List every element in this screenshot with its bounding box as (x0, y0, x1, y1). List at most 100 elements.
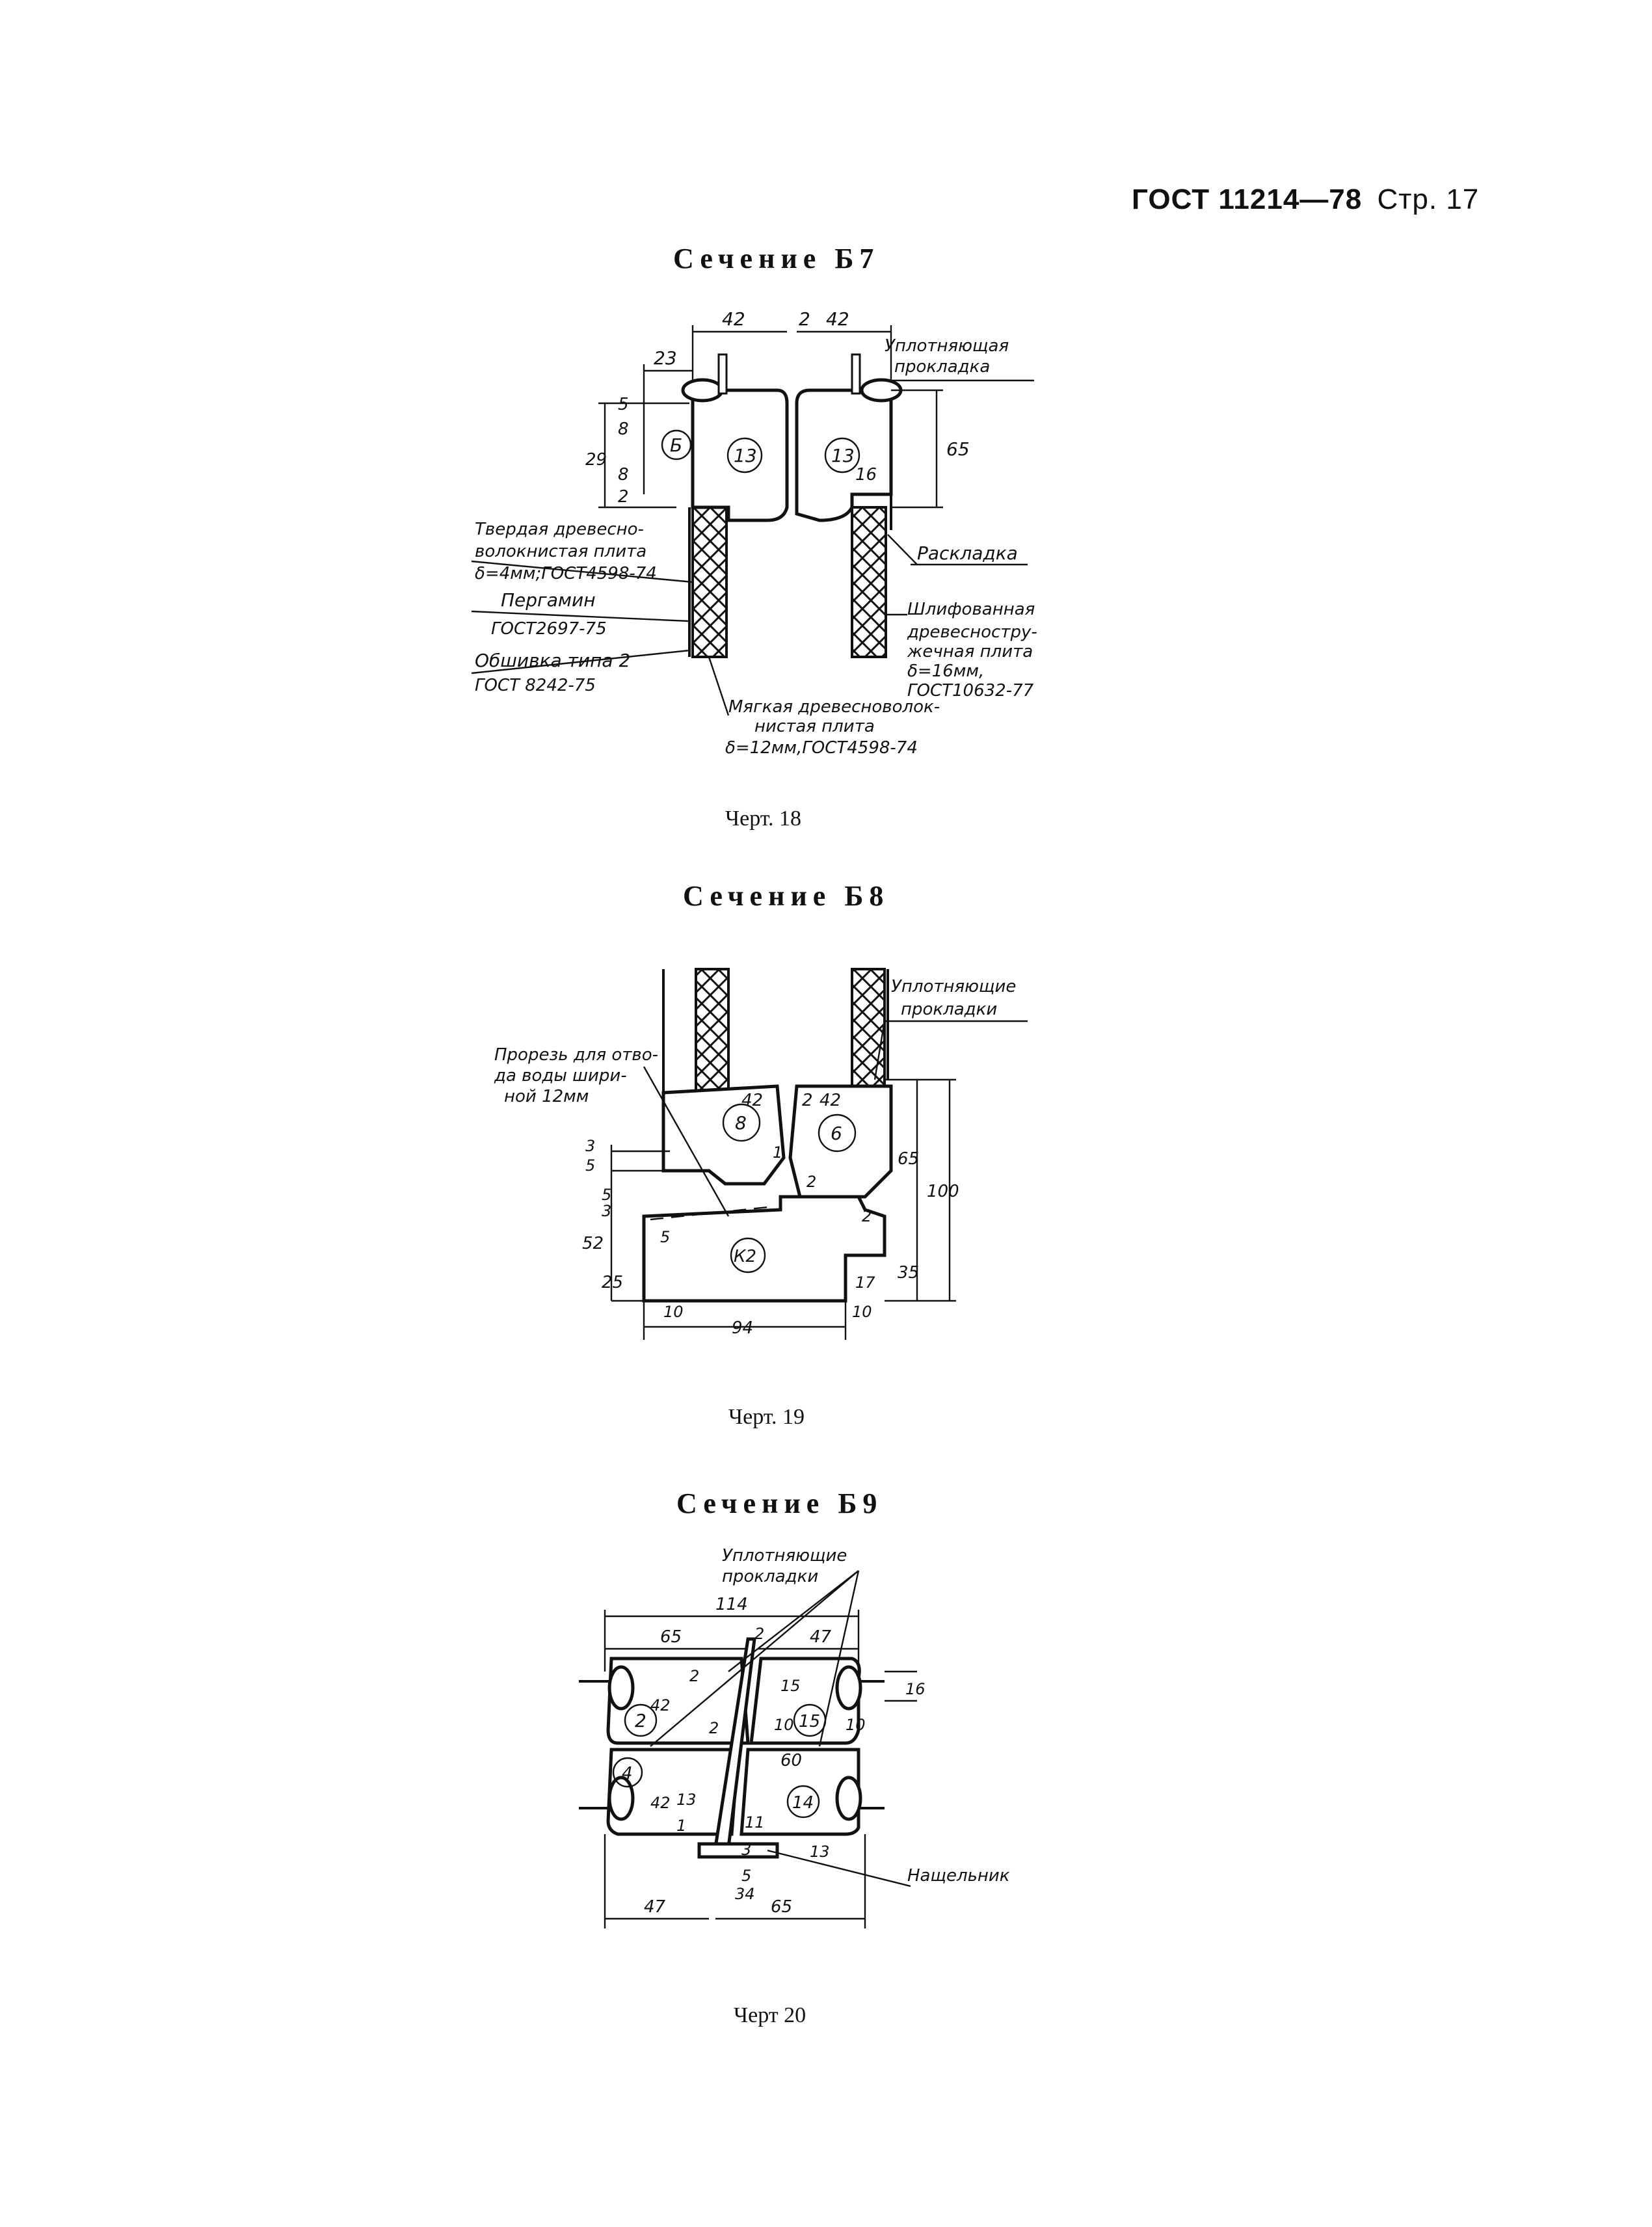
fig18-cladding-1: Обшивка типа 2 (475, 650, 630, 671)
fig18-hardboard-2: волокнистая плита (475, 542, 646, 561)
fig18-chipboard-3: жечная плита (907, 642, 1033, 661)
section-title-b7: Сечение Б7 (673, 243, 880, 274)
section-title-b8: Сечение Б8 (683, 880, 890, 912)
fig19-dim-10b: 10 (852, 1303, 872, 1321)
fig20-dim-2a: 2 (754, 1625, 764, 1643)
fig19-slot-1: Прорезь для отво- (494, 1045, 658, 1065)
fig18-marker-13b: 13 (831, 445, 855, 466)
fig19-dim-3a: 3 (585, 1137, 595, 1155)
figure-19-caption: Черт. 19 (728, 1405, 805, 1429)
fig18-chipboard-1: Шлифованная (907, 600, 1035, 619)
fig18-marker-b: Б (670, 434, 682, 456)
fig19-marker-k2: К2 (734, 1247, 756, 1266)
fig20-marker-4: 4 (622, 1764, 633, 1783)
section-title-b9: Сечение Б9 (676, 1487, 883, 1519)
fig18-dim-8a: 8 (618, 420, 629, 439)
fig18-batten-label: Раскладка (917, 542, 1018, 564)
fig20-dim-2b: 2 (689, 1667, 699, 1685)
fig20-dim-3: 3 (741, 1841, 751, 1859)
fig20-dim-42b: 42 (650, 1794, 671, 1812)
fig19-marker-8: 8 (735, 1112, 747, 1134)
fig19-dim-5c: 5 (660, 1228, 670, 1246)
fig20-dim-47a: 47 (810, 1627, 832, 1647)
gost-number: ГОСТ 11214—78 (1132, 183, 1363, 215)
fig18-dim-42a: 42 (722, 308, 745, 330)
fig20-dim-65a: 65 (660, 1627, 682, 1647)
document-header: ГОСТ 11214—78 Стр. 17 (1132, 183, 1479, 216)
fig18-softboard-1: Мягкая древесноволок- (728, 697, 940, 717)
fig19-slot-3: ной 12мм (504, 1087, 589, 1106)
fig20-dim-1: 1 (676, 1817, 686, 1835)
fig19-dim-5a: 5 (585, 1156, 595, 1175)
fig18-dim-29: 29 (585, 450, 607, 470)
fig18-dim-2: 2 (799, 308, 810, 330)
page-number: Стр. 17 (1377, 183, 1480, 215)
fig20-marker-15: 15 (799, 1712, 820, 1731)
figure-20-drawing: 114 65 2 47 2 15 4 14 16 2 15 42 10 10 2… (579, 1546, 1010, 1928)
fig18-pergamin-1: Пергамин (501, 589, 596, 611)
fig18-cladding-2: ГОСТ 8242-75 (475, 676, 596, 695)
fig20-dim-60: 60 (780, 1751, 802, 1770)
fig18-dim-8b: 8 (618, 465, 629, 485)
fig19-dim-2c: 2 (862, 1207, 872, 1225)
fig19-seal-1: Уплотняющие (891, 977, 1016, 996)
fig18-chipboard-2: древесностру- (907, 622, 1037, 642)
fig18-chipboard-5: ГОСТ10632-77 (907, 681, 1034, 700)
fig19-dim-5b: 5 (602, 1186, 611, 1204)
fig19-dim-3b: 3 (602, 1202, 611, 1220)
fig20-dim-34: 34 (735, 1885, 755, 1903)
fig18-dim-23: 23 (654, 347, 677, 369)
fig18-dim-42b: 42 (826, 308, 849, 330)
fig19-seal-2: прокладки (901, 1000, 997, 1019)
fig18-dim-5: 5 (618, 395, 629, 414)
fig20-seal-1: Уплотняющие (722, 1546, 847, 1566)
fig20-dim-5: 5 (741, 1867, 751, 1885)
fig19-dim-1: 1 (773, 1143, 782, 1162)
fig20-dim-47b: 47 (644, 1897, 666, 1917)
fig20-dim-2c: 2 (709, 1719, 719, 1737)
fig19-dim-52: 52 (582, 1234, 604, 1253)
fig19-dim-100: 100 (927, 1182, 959, 1201)
fig20-dim-15: 15 (780, 1677, 801, 1695)
fig18-hardboard-3: δ=4мм;ГОСТ4598-74 (475, 564, 657, 583)
fig19-dim-35: 35 (898, 1263, 919, 1283)
fig18-softboard-3: δ=12мм,ГОСТ4598-74 (725, 738, 918, 758)
fig18-hardboard-1: Твердая древесно- (475, 520, 644, 539)
fig19-slot-2: да воды шири- (494, 1066, 627, 1086)
fig19-dim-42a: 42 (741, 1091, 763, 1110)
fig20-dim-16: 16 (905, 1680, 926, 1698)
fig19-dim-42b: 42 (819, 1091, 841, 1110)
fig19-dim-94: 94 (732, 1318, 753, 1338)
fig20-dim-13a: 13 (676, 1791, 697, 1809)
fig19-dim-65: 65 (898, 1149, 919, 1169)
figure-18-caption: Черт. 18 (725, 807, 802, 831)
fig20-dim-65b: 65 (771, 1897, 792, 1917)
figure-19-drawing: 8 6 К2 42 2 42 1 2 2 5 3 5 3 52 25 5 65 … (494, 968, 1028, 1340)
fig20-dim-10b: 10 (846, 1716, 866, 1734)
fig19-dim-2a: 2 (802, 1091, 813, 1110)
figure-20-caption: Черт 20 (734, 2003, 806, 2027)
fig20-dim-10a: 10 (774, 1716, 794, 1734)
fig18-pergamin-2: ГОСТ2697-75 (491, 619, 607, 639)
fig19-marker-6: 6 (831, 1123, 842, 1144)
fig19-dim-10a: 10 (663, 1303, 684, 1321)
fig20-strike-label: Нащельник (907, 1866, 1010, 1886)
fig20-dim-114: 114 (715, 1595, 748, 1614)
fig20-seal-2: прокладки (722, 1567, 818, 1586)
figure-18-drawing: 42 2 42 23 5 8 29 8 2 Б 13 13 65 16 Упло… (471, 308, 1037, 758)
fig18-chipboard-4: δ=16мм, (907, 661, 984, 681)
fig20-marker-14: 14 (792, 1793, 814, 1813)
fig20-dim-42a: 42 (650, 1696, 671, 1714)
fig18-dim-16: 16 (855, 465, 877, 485)
fig19-dim-2b: 2 (806, 1173, 816, 1191)
fig18-dim-2b: 2 (618, 487, 629, 507)
fig18-dim-65: 65 (946, 438, 970, 460)
fig18-seal-label-2: прокладка (894, 357, 990, 377)
fig19-dim-25: 25 (602, 1273, 623, 1292)
fig18-seal-label-1: Уплотняющая (885, 336, 1009, 356)
fig20-dim-11: 11 (745, 1813, 765, 1832)
fig20-marker-2: 2 (635, 1710, 646, 1731)
fig18-marker-13a: 13 (734, 445, 757, 466)
fig18-softboard-2: нистая плита (754, 717, 875, 736)
fig19-dim-17: 17 (855, 1274, 875, 1292)
